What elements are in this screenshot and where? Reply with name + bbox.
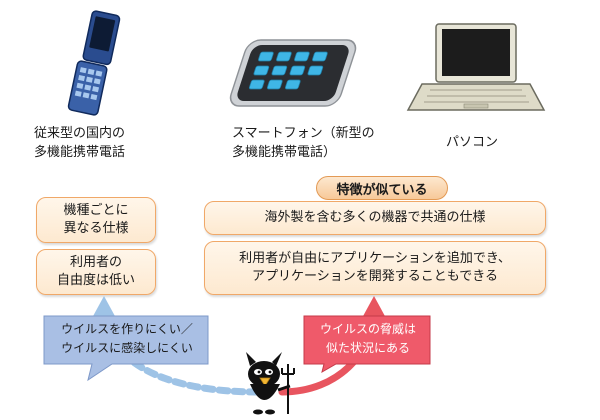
pc-caption: パソコン <box>446 135 499 150</box>
smartphone-caption: スマートフォン（新型の 多機能携帯電話） <box>232 126 375 160</box>
flip-phone-icon <box>67 10 121 116</box>
left-box-freedom: 利用者の 自由度は低い <box>36 249 156 295</box>
right-box-common-spec: 海外製を含む多くの機器で共通の仕様 <box>204 201 546 235</box>
right-callout-text: ウイルスの脅威は 似た状況にある <box>319 322 416 355</box>
right-box-app-freedom: 利用者が自由にアプリケーションを追加でき、 アプリケーションを開発することもでき… <box>204 241 546 295</box>
left-callout-text: ウイルスを作りにくい／ ウイルスに感染しにくい <box>61 322 193 355</box>
left-box-spec: 機種ごとに 異なる仕様 <box>36 197 156 243</box>
devil-virus-icon <box>246 352 295 415</box>
smartphone-icon <box>229 39 357 107</box>
feature-phone-caption: 従来型の国内の 多機能携帯電話 <box>34 126 126 160</box>
laptop-icon <box>406 23 546 111</box>
similar-features-header: 特徴が似ている <box>316 176 448 200</box>
right-callout-bubble <box>303 315 431 374</box>
left-callout-bubble <box>43 315 209 382</box>
